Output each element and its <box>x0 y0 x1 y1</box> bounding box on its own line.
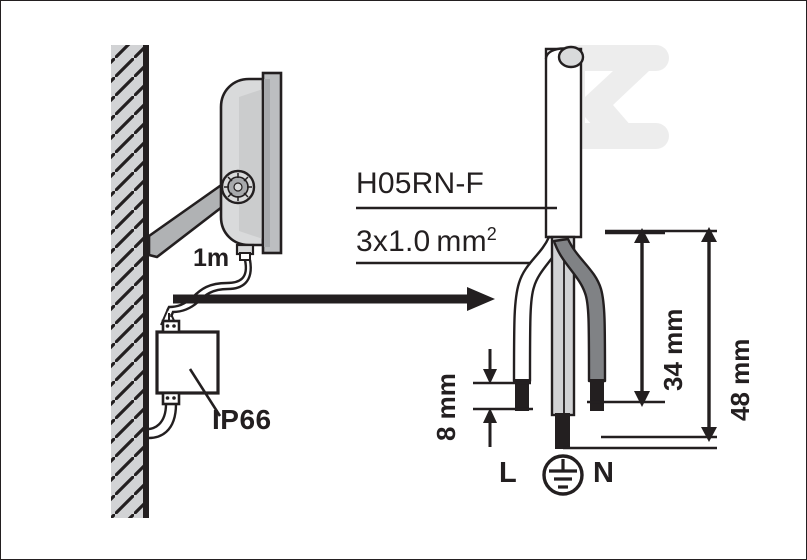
dimension-34mm <box>587 228 665 407</box>
ip-rating-label: IP66 <box>212 404 272 435</box>
terminal-neutral-label: N <box>593 457 614 489</box>
wire-live <box>512 235 565 411</box>
dimension-34mm-label: 34 mm <box>658 308 688 391</box>
dimension-8mm-label: 8 mm <box>431 373 461 441</box>
cable-spec-value: 3x1.0 <box>356 225 431 258</box>
cable-spec-exponent: 2 <box>486 224 497 244</box>
distance-label: 1m <box>193 244 230 272</box>
wall <box>111 45 149 518</box>
wire-earth <box>550 235 576 449</box>
cable-spec-unit: mm <box>436 225 487 258</box>
earth-ground-icon <box>542 454 584 496</box>
floodlight-fixture <box>219 71 283 261</box>
terminal-live-label: L <box>499 457 517 489</box>
cable-type-label: H05RN-F <box>356 167 485 200</box>
right-arrow-icon <box>173 287 495 311</box>
dimension-48mm <box>601 227 717 442</box>
junction-box <box>148 319 222 440</box>
cable-detail <box>356 45 607 449</box>
dimension-48mm-label: 48 mm <box>725 338 755 421</box>
dimension-8mm <box>473 349 533 447</box>
